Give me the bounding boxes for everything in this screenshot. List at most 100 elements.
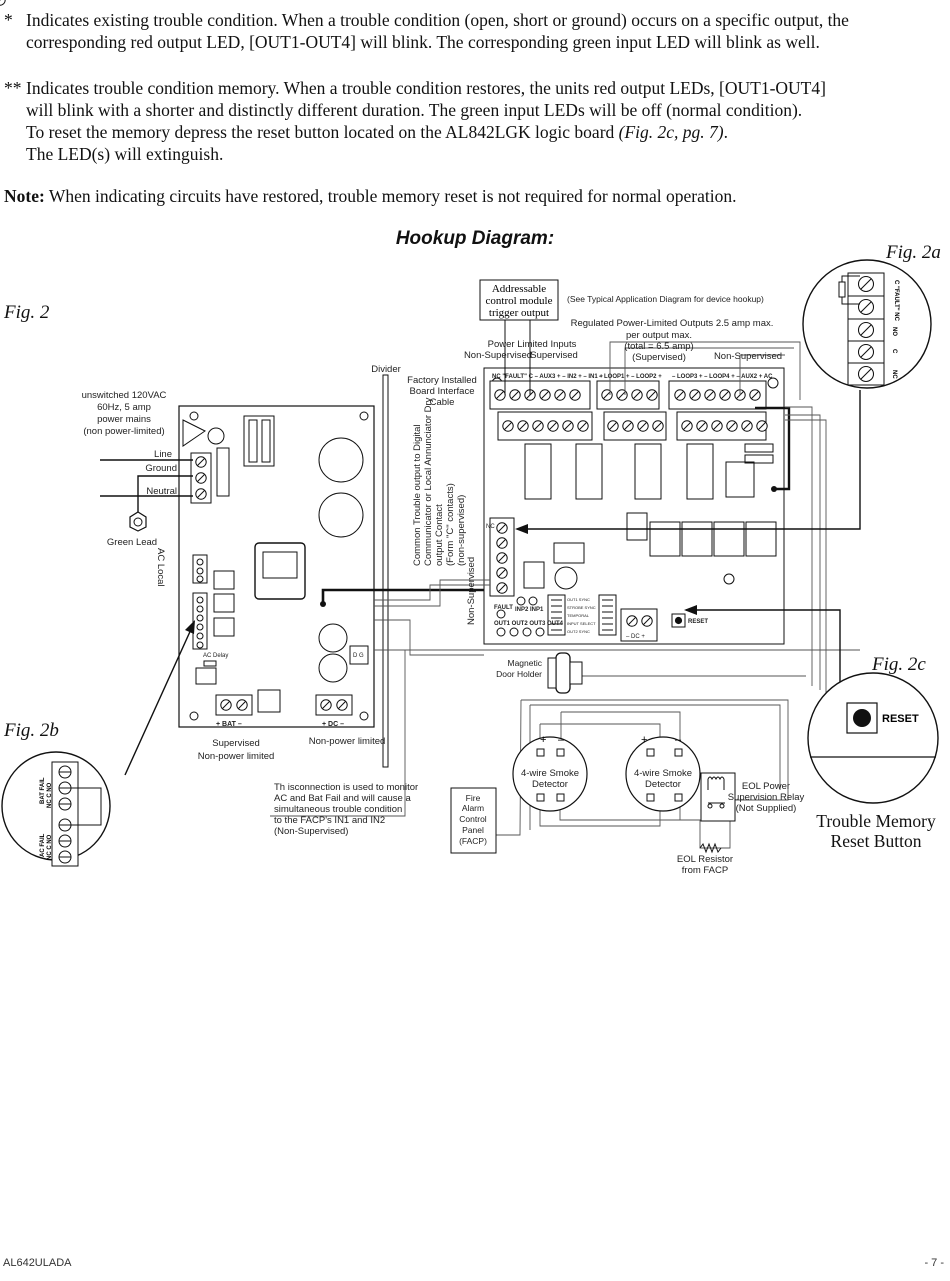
note2-line2: will blink with a shorter and distinctly… [26,100,803,120]
regulated-3: (total = 6.5 amp) [624,341,693,352]
fig2b-bat-ncno: NC C NO [47,782,53,808]
green-lead-label: Green Lead [107,537,157,548]
regulated-4: (Supervised) [632,352,686,363]
diagram-title: Hookup Diagram: [395,228,555,249]
common-trouble-1: Common Trouble output to Digital [412,424,423,566]
divider-label: Divider [371,364,401,375]
fig2c-detail: RESET [807,672,939,804]
note-label: Note: [4,186,45,206]
common-trouble-5: (non-supervised) [456,495,467,566]
inputs-supervised: Supervised [530,350,578,361]
facp-5: (FACP) [459,836,487,846]
fig2a-fault-terms: C "FAULT" NC [893,280,899,322]
trouble-memory-1: Trouble Memory [816,811,936,831]
fig2a-label: Fig. 2a [886,242,941,263]
svg-text:D G: D G [353,653,364,659]
non-power-limited-dc: Non-power limited [309,736,386,747]
fig2c-reset-label: RESET [882,713,919,725]
common-trouble-2: Communicator or Local Annunciator Dry [423,397,434,566]
bat-terminal-label: + BAT – [216,721,242,728]
inp-led-labels: INP2 INP1 [515,607,544,613]
mains-label-2: 60Hz, 5 amp [97,402,151,413]
connection-note-2: AC and Bat Fail and will cause a [274,793,411,804]
facp-1: Fire [466,793,481,803]
see-typical-label: (See Typical Application Diagram for dev… [567,294,764,304]
fig2b-detail: BAT FAIL NC C NO AC FAIL NC C NO [1,751,111,867]
addressable-control-module: Addressable control module trigger outpu… [479,279,559,395]
supervised-bat-2: Non-power limited [198,751,275,762]
fig2a-c: C [891,349,897,354]
common-trouble-4: (Form "C" contacts) [445,483,456,566]
smoke-detector-1: + – [512,734,588,812]
magnetic-2: Door Holder [496,669,542,679]
fig2b-label: Fig. 2b [4,720,59,741]
svg-text:–: – [675,734,682,746]
eol-relay [700,772,736,822]
out-led-labels: OUT1 OUT2 OUT3 OUT4 [494,621,564,627]
note2-line3-period: . [723,122,729,142]
inputs-non-supervised: Non-Supervised [464,350,532,361]
note2-line4: The LED(s) will extinguish. [26,144,224,164]
ground-label: Ground [145,463,177,474]
magnetic-door-holder [547,652,583,694]
eol-resistor-2: from FACP [682,865,728,876]
connection-note-5: (Non-Supervised) [274,826,348,837]
fig2b-ac-fail: AC FAIL [40,833,46,857]
mains-wiring [100,459,193,532]
fig2-label: Fig. 2 [4,302,50,323]
footer-model: AL642ULADA [3,1257,72,1269]
mains-label-4: (non power-limited) [83,426,164,437]
asterisk-mark: * [4,10,13,30]
factory-cable-1: Factory Installed [407,375,477,386]
smoke2-1: 4-wire Smoke [634,768,692,779]
addressable-line2: control module [486,295,553,307]
magnetic-1: Magnetic [508,658,543,668]
smoke2-2: Detector [645,779,681,790]
svg-text:–: – [558,734,565,746]
fig-reference: (Fig. 2c, pg. 7) [618,122,724,142]
footer-page-number: - 7 - [924,1257,944,1269]
fig2b-bat-fail: BAT FAIL [40,777,46,804]
smoke1-1: 4-wire Smoke [521,768,579,779]
svg-text:+: + [540,734,546,746]
fig2a-no: NO [891,327,897,336]
neutral-label: Neutral [146,486,177,497]
connection-note-1: Th isconnection is used to monitor [274,782,418,793]
svg-text:OUT1 SYNC: OUT1 SYNC [567,597,590,602]
fig2a-nc: NC [891,370,897,379]
logic-board: NC "FAULT" C – AUX3 + – IN2 + – IN1 + – … [483,367,785,645]
svg-text:TEMPORAL: TEMPORAL [567,613,590,618]
fig2a-detail: C "FAULT" NC NO C NC [0,0,932,389]
supervised-bat-1: Supervised [212,738,260,749]
eol-relay-2: Supervision Relay [728,792,805,803]
double-asterisk-mark: ** [4,78,22,98]
board-reset-label: RESET [688,619,708,625]
addressable-line3: trigger output [489,307,549,319]
dc-terminal-label: + DC – [322,721,344,728]
fault-led-label: FAULT [494,605,513,611]
fig2b-ac-ncno: NC C NO [47,834,53,860]
facp-box [450,787,497,854]
note-trouble-condition: * Indicates existing trouble condition. W… [4,9,849,53]
eol-relay-1: EOL Power [742,781,790,792]
power-supply-board: AC Delay D G + BAT – + DC – [178,405,375,728]
svg-text:NC "FAULT" C – AUX3 + – IN2: NC "FAULT" C – AUX3 + – IN2 + – IN1 + [492,374,603,380]
svg-text:– LOOP3 + – LOOP4 + – AUX2 +: – LOOP3 + – LOOP4 + – AUX2 + AC [672,374,773,380]
mains-label-1: unswitched 120VAC [82,390,167,401]
note1-line2: corresponding red output LED, [OUT1-OUT4… [26,32,820,52]
svg-text:+: + [641,734,647,746]
svg-text:OUT2 SYNC: OUT2 SYNC [567,629,590,634]
common-trouble-3: output Contact [434,504,445,566]
svg-text:– DC +: – DC + [626,634,645,640]
note2-line3: To reset the memory depress the reset bu… [4,121,826,143]
ac-delay-label: AC Delay [203,653,228,659]
note1-line1: Indicates existing trouble condition. Wh… [26,10,849,30]
note2-line3-text: To reset the memory depress the reset bu… [26,122,619,142]
outputs-non-supervised: Non-Supervised [714,351,782,362]
connection-note-4: to the FACP's IN1 and IN2 [274,815,385,826]
facp-4: Panel [462,825,484,835]
svg-text:INPUT SELECT: INPUT SELECT [567,621,596,626]
smoke-detector-2: + – [625,734,701,812]
note-trouble-memory: **Indicates trouble condition memory. Wh… [4,77,826,165]
divider-bar [382,374,389,768]
